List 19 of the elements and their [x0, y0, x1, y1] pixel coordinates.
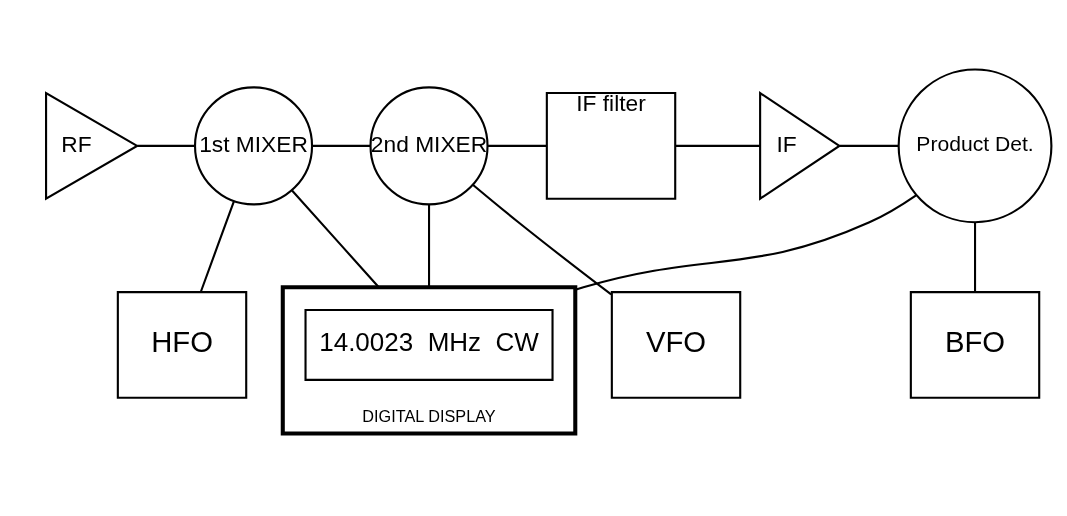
connector — [574, 194, 917, 291]
connector — [291, 189, 380, 288]
connector — [675, 144, 761, 147]
node-circle: 1st MIXER — [193, 86, 314, 206]
connector — [137, 144, 195, 147]
node-box: 14.0023 MHz CW — [304, 308, 554, 381]
connector — [427, 204, 431, 288]
node-box: BFO — [909, 291, 1041, 399]
node-circle: Product Det. — [897, 68, 1053, 224]
node-circle: 2nd MIXER — [369, 86, 489, 206]
connector — [488, 144, 547, 147]
node-box: IF filter — [545, 92, 677, 200]
connector — [472, 183, 612, 296]
connector — [199, 201, 235, 292]
connector — [312, 144, 371, 147]
node-box: HFO — [116, 291, 248, 399]
connector — [839, 144, 899, 147]
node-box: VFO — [610, 291, 742, 399]
connector — [973, 222, 977, 292]
